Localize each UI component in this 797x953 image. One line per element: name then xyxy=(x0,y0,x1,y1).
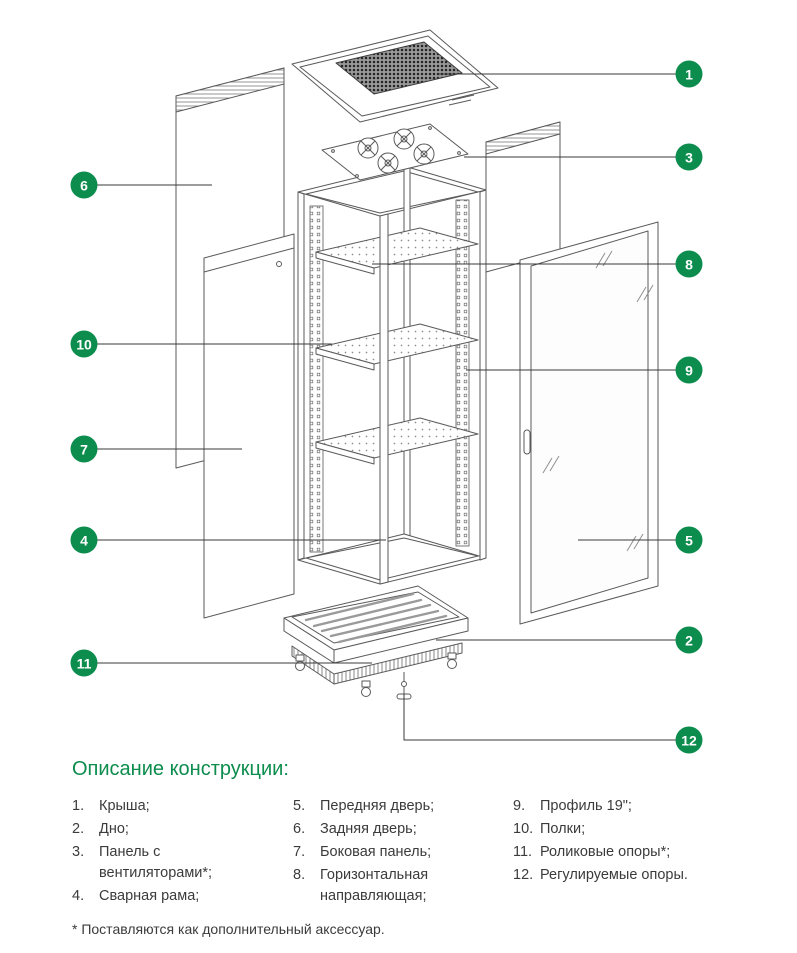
frame-right-post xyxy=(479,189,487,561)
frame-back-left-post xyxy=(297,191,305,561)
caster-right xyxy=(447,652,457,669)
legend-item-12: 12. Регулируемые опоры. xyxy=(513,865,728,886)
legend-title: Описание конструкции: xyxy=(72,758,289,780)
fan-4 xyxy=(413,143,435,165)
callout-3: 3 xyxy=(675,143,703,171)
legend-item-5: 5. Передняя дверь; xyxy=(293,796,455,817)
callout-11: 11 xyxy=(70,649,98,677)
item-number: 3. xyxy=(72,844,85,860)
callout-9: 9 xyxy=(675,356,703,384)
item-number: 9. xyxy=(513,798,526,814)
item-text: Задняя дверь; xyxy=(320,821,417,837)
item-number: 4. xyxy=(72,888,85,904)
front-door xyxy=(519,221,659,625)
legend-column-2: 5. Передняя дверь; 6. Задняя дверь; 7. Б… xyxy=(293,796,455,909)
callout-8: 8 xyxy=(675,250,703,278)
item-number: 7. xyxy=(293,844,306,860)
item-text: Передняя дверь; xyxy=(320,798,435,814)
legend-item-8: 8. Горизонтальная направляющая; xyxy=(293,865,455,907)
callout-12: 12 xyxy=(675,726,703,754)
legend-item-1: 1. Крыша; xyxy=(72,796,224,817)
item-text: Горизонтальная направляющая; xyxy=(320,867,429,904)
fan-3 xyxy=(377,152,399,174)
legend-item-2: 2. Дно; xyxy=(72,819,224,840)
legend-column-1: 1. Крыша; 2. Дно; 3. Панель с вентилятор… xyxy=(72,796,224,909)
roller-base xyxy=(291,642,463,697)
callout-1: 1 xyxy=(675,60,703,88)
bottom-base xyxy=(283,585,469,664)
legend-item-7: 7. Боковая панель; xyxy=(293,842,455,863)
rack-exploded-diagram xyxy=(97,29,676,741)
frame-front-post xyxy=(379,213,389,585)
item-text: Полки; xyxy=(540,821,586,837)
item-text: Профиль 19"; xyxy=(540,798,632,814)
callout-10: 10 xyxy=(70,330,98,358)
side-panel xyxy=(203,233,295,619)
shelf-bottom xyxy=(315,417,479,465)
item-text: Панель с вентиляторами*; xyxy=(99,844,213,881)
fan-1 xyxy=(357,137,379,159)
legend-item-11: 11. Роликовые опоры*; xyxy=(513,842,728,863)
callout-5: 5 xyxy=(675,526,703,554)
item-number: 10. xyxy=(513,821,534,837)
caster-front xyxy=(361,680,371,697)
legend-item-9: 9. Профиль 19"; xyxy=(513,796,728,817)
item-number: 8. xyxy=(293,867,306,883)
item-text: Крыша; xyxy=(99,798,150,814)
shelf-middle xyxy=(315,323,479,371)
door-handle xyxy=(523,429,531,455)
item-number: 2. xyxy=(72,821,85,837)
item-number: 5. xyxy=(293,798,306,814)
callout-6: 6 xyxy=(70,171,98,199)
item-number: 1. xyxy=(72,798,85,814)
legend-column-3: 9. Профиль 19"; 10. Полки; 11. Роликовые… xyxy=(513,796,728,909)
leader-lines xyxy=(97,73,676,741)
door-glass xyxy=(530,230,649,614)
base-slots xyxy=(304,592,448,644)
caster-left xyxy=(295,654,305,671)
item-text: Сварная рама; xyxy=(99,888,200,904)
vent-mesh xyxy=(335,41,463,95)
legend-item-4: 4. Сварная рама; xyxy=(72,886,224,907)
legend-columns: 1. Крыша; 2. Дно; 3. Панель с вентилятор… xyxy=(72,796,762,909)
callout-7: 7 xyxy=(70,435,98,463)
welded-frame xyxy=(297,165,487,585)
fan-panel xyxy=(321,123,469,181)
item-text: Боковая панель; xyxy=(320,844,432,860)
rack-profile-right xyxy=(455,199,470,547)
leader-12 xyxy=(403,694,676,741)
diagram: 1 3 8 9 5 2 12 6 10 7 4 11 xyxy=(70,29,703,754)
rack-profile-left xyxy=(309,205,324,553)
item-number: 11. xyxy=(513,844,533,860)
legend-item-10: 10. Полки; xyxy=(513,819,728,840)
rack-parts xyxy=(97,29,676,741)
legend: Описание конструкции: 1. Крыша; 2. Дно; … xyxy=(72,758,762,937)
shelf-top xyxy=(315,227,479,275)
top-cover xyxy=(291,29,499,123)
item-text: Роликовые опоры*; xyxy=(540,844,671,860)
callout-2: 2 xyxy=(675,626,703,654)
callout-4: 4 xyxy=(70,526,98,554)
legend-footnote: * Поставляются как дополнительный аксесс… xyxy=(72,921,385,937)
legend-item-3: 3. Панель с вентиляторами*; xyxy=(72,842,224,884)
item-number: 6. xyxy=(293,821,306,837)
fan-2 xyxy=(393,128,415,150)
item-number: 12. xyxy=(513,867,534,883)
item-text: Дно; xyxy=(99,821,129,837)
legend-item-6: 6. Задняя дверь; xyxy=(293,819,455,840)
right-side-panel xyxy=(485,121,561,273)
item-text: Регулируемые опоры. xyxy=(540,867,688,883)
